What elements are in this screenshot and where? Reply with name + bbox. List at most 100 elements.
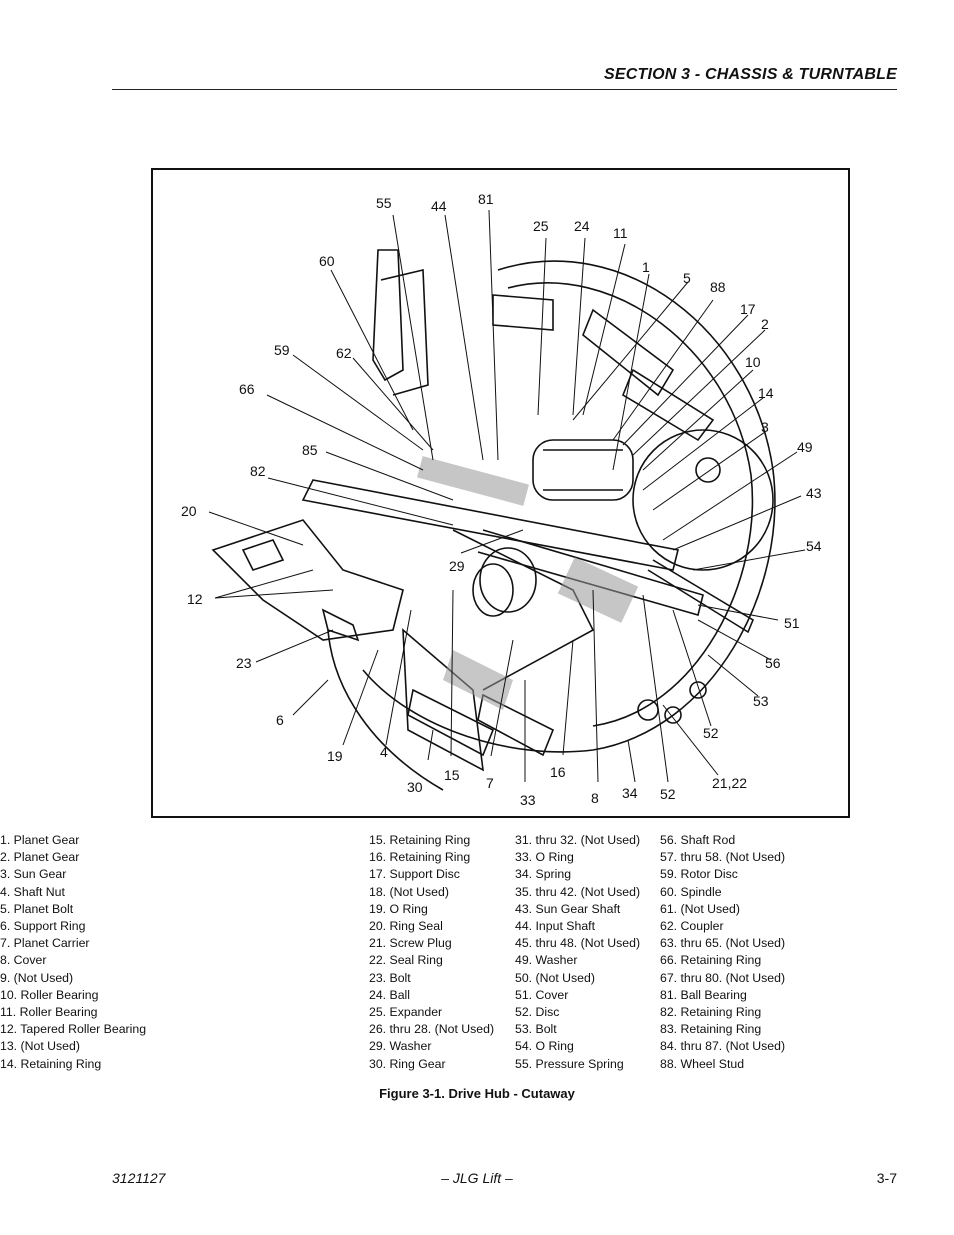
legend-column-1: 1. Planet Gear 2. Planet Gear 3. Sun Gea… [0,832,146,1073]
section-title: SECTION 3 - CHASSIS & TURNTABLE [603,66,897,83]
drive-hub-cutaway-figure: 55 44 81 25 24 11 60 1 5 88 17 2 59 62 1… [151,168,850,818]
callout-81: 81 [478,191,494,207]
footer-doc-number: 3121127 [112,1170,166,1186]
footer-publisher: – JLG Lift – [441,1170,513,1186]
legend-item: 59. Rotor Disc [660,867,738,882]
legend-item: 61. (Not Used) [660,901,740,916]
callout-19: 19 [327,748,343,764]
legend-item: 82. Retaining Ring [660,1005,762,1020]
legend-item: 31. thru 32. (Not Used) [515,833,641,847]
callout-20: 20 [181,503,197,519]
legend-item: 12. Tapered Roller Bearing [0,1022,147,1037]
callout-33: 33 [520,792,536,808]
footer-page-number: 3-7 [876,1170,897,1186]
callout-52a: 52 [703,725,719,741]
callout-54: 54 [806,538,822,554]
legend-item: 56. Shaft Rod [660,833,736,847]
callout-24: 24 [574,218,590,234]
legend-item: 3. Sun Gear [0,867,67,882]
legend-item: 84. thru 87. (Not Used) [660,1039,786,1054]
legend-item: 14. Retaining Ring [0,1056,102,1071]
callout-88: 88 [710,279,726,295]
callout-30: 30 [407,779,423,795]
callout-52b: 52 [660,786,676,802]
legend-item: 66. Retaining Ring [660,953,762,968]
callout-29: 29 [449,558,465,574]
callout-16: 16 [550,764,566,780]
callout-85: 85 [302,442,318,458]
legend-item: 45. thru 48. (Not Used) [515,936,641,951]
legend-item: 25. Expander [369,1005,443,1020]
legend-item: 8. Cover [0,953,47,968]
legend-item: 50. (Not Used) [515,970,595,985]
legend-item: 10. Roller Bearing [0,987,99,1002]
callout-43: 43 [806,485,822,501]
legend-item: 16. Retaining Ring [369,850,471,865]
legend-item: 4. Shaft Nut [0,884,65,899]
callout-59: 59 [274,342,290,358]
legend-item: 30. Ring Gear [369,1056,446,1071]
legend-item: 21. Screw Plug [369,936,452,951]
legend-item: 60. Spindle [660,884,722,899]
legend-column-3: 31. thru 32. (Not Used) 33. O Ring 34. S… [515,832,640,1073]
legend-item: 81. Ball Bearing [660,987,747,1002]
callout-53: 53 [753,693,769,709]
callout-3: 3 [761,419,769,435]
legend-item: 67. thru 80. (Not Used) [660,970,786,985]
legend-item: 35. thru 42. (Not Used) [515,884,641,899]
callout-17: 17 [740,301,756,317]
legend-item: 83. Retaining Ring [660,1022,762,1037]
legend-item: 22. Seal Ring [369,953,443,968]
callout-11: 11 [613,225,628,241]
legend-item: 24. Ball [369,987,411,1002]
legend-item: 53. Bolt [515,1022,557,1037]
legend-item: 33. O Ring [515,850,574,865]
legend-item: 20. Ring Seal [369,919,443,934]
legend-item: 23. Bolt [369,970,411,985]
legend-item: 52. Disc [515,1005,560,1020]
legend-item: 34. Spring [515,867,572,882]
callout-51: 51 [784,615,800,631]
legend-item: 26. thru 28. (Not Used) [369,1022,495,1037]
callout-6: 6 [276,712,284,728]
legend-column-2: 15. Retaining Ring 16. Retaining Ring 17… [369,832,494,1073]
callout-14: 14 [758,385,774,401]
callout-25: 25 [533,218,549,234]
legend-item: 88. Wheel Stud [660,1056,745,1071]
legend-item: 62. Coupler [660,919,724,934]
legend-item: 63. thru 65. (Not Used) [660,936,786,951]
callout-56: 56 [765,655,781,671]
callout-82: 82 [250,463,266,479]
legend-item: 18. (Not Used) [369,884,449,899]
callout-5: 5 [683,270,691,286]
callout-49: 49 [797,439,813,455]
callout-15: 15 [444,767,460,783]
legend-item: 13. (Not Used) [0,1039,80,1054]
callout-2: 2 [761,316,769,332]
legend-item: 51. Cover [515,987,569,1002]
callout-34: 34 [622,785,638,801]
legend-item: 55. Pressure Spring [515,1056,624,1071]
callout-62: 62 [336,345,352,361]
legend-item: 29. Washer [369,1039,432,1054]
legend-item: 7. Planet Carrier [0,936,90,951]
legend-item: 54. O Ring [515,1039,574,1054]
callout-12: 12 [187,591,203,607]
legend-item: 11. Roller Bearing [0,1005,98,1020]
header-divider [112,89,897,90]
callout-60: 60 [319,253,335,269]
legend-item: 15. Retaining Ring [369,833,471,847]
callout-8: 8 [591,790,599,806]
callout-1: 1 [642,259,650,275]
legend-item: 57. thru 58. (Not Used) [660,850,786,865]
legend-item: 6. Support Ring [0,919,86,934]
legend-item: 43. Sun Gear Shaft [515,901,621,916]
callout-66: 66 [239,381,255,397]
legend-column-4: 56. Shaft Rod 57. thru 58. (Not Used) 59… [660,832,785,1073]
legend-item: 17. Support Disc [369,867,460,882]
callout-10: 10 [745,354,761,370]
legend-item: 2. Planet Gear [0,850,80,865]
legend-item: 49. Washer [515,953,578,968]
legend-item: 9. (Not Used) [0,970,74,985]
callout-23: 23 [236,655,252,671]
